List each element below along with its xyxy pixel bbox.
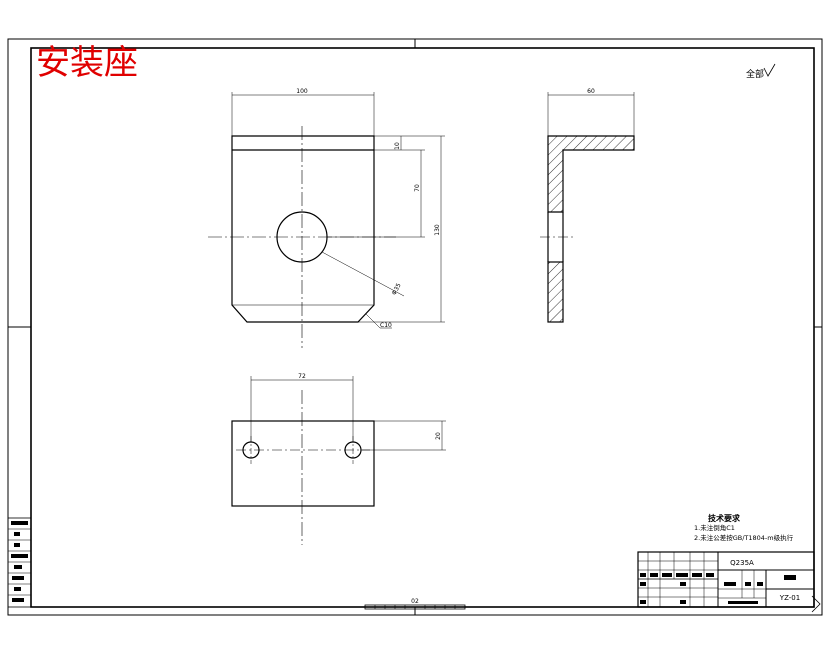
border-bottom-label: 02 <box>411 598 419 605</box>
tech-req-item-1: 1.未注倒角C1 <box>694 523 735 532</box>
dim-70: 70 <box>414 184 421 192</box>
roughness-text: 全部 <box>746 68 764 80</box>
technical-requirements: 技术要求 1.未注倒角C1 2.未注公差按GB/T1804-m级执行 <box>694 513 794 542</box>
left-stamp-table <box>7 517 32 608</box>
front-view-outline <box>231 135 375 323</box>
title-block-drawing-number: YZ-01 <box>779 594 800 602</box>
tech-req-heading: 技术要求 <box>708 513 741 523</box>
dim-chamfer: C10 <box>380 322 392 329</box>
dim-width-top: 100 <box>296 88 308 95</box>
side-view-section <box>547 135 635 213</box>
dim-hole-spacing: 72 <box>298 373 306 380</box>
side-view: 60 <box>540 88 635 323</box>
tech-req-item-2: 2.未注公差按GB/T1804-m级执行 <box>694 533 794 542</box>
title-block-material: Q235A <box>730 559 754 567</box>
dim-130: 130 <box>434 224 441 236</box>
top-view-outline <box>231 420 375 507</box>
dim-width-side: 60 <box>587 88 595 95</box>
front-view: 100 10 70 130 Φ35 C10 <box>208 88 445 348</box>
top-view: 72 20 <box>231 373 446 545</box>
sheet-border: 02 <box>7 38 823 616</box>
drawing-title: 安装座 <box>36 43 138 83</box>
roughness-note: 全部 <box>746 63 776 80</box>
roughness-symbol-icon <box>763 63 776 77</box>
dim-20: 20 <box>435 432 442 440</box>
dim-10: 10 <box>394 142 401 150</box>
title-block: Q235A YZ-01 <box>637 551 815 608</box>
